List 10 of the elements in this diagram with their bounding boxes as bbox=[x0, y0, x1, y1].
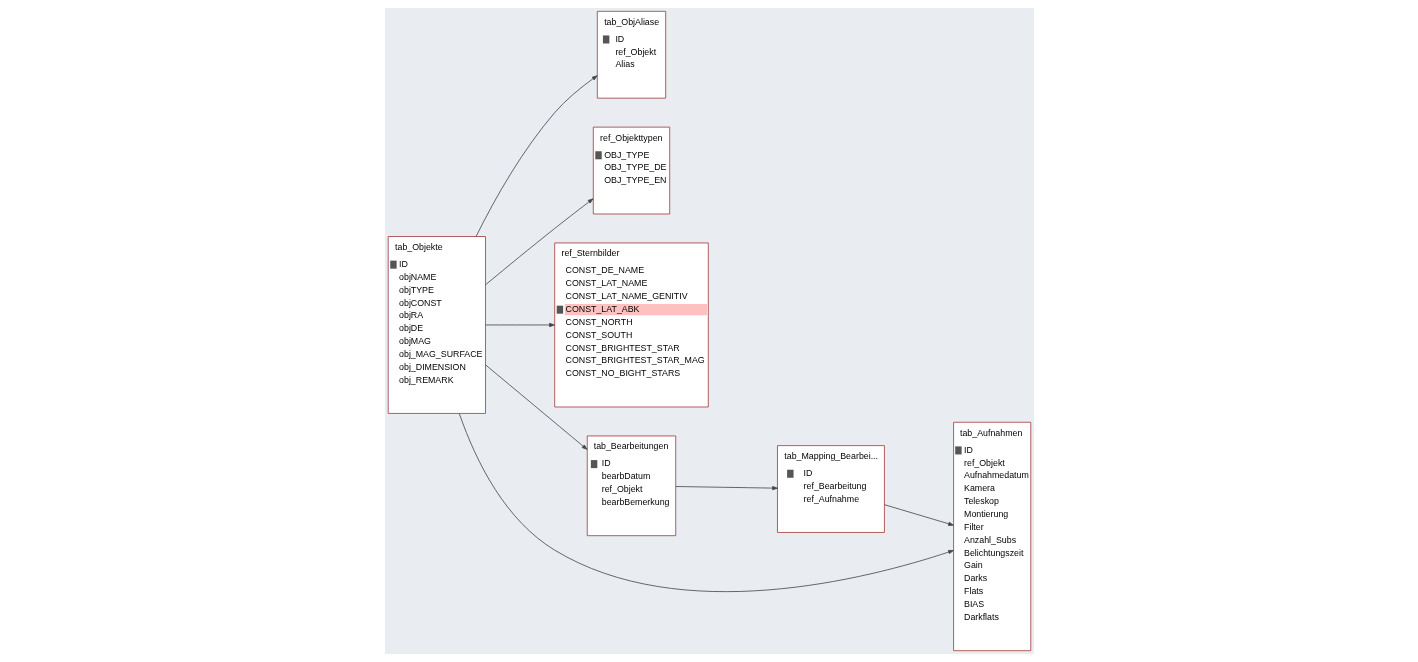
arrow bbox=[475, 75, 597, 237]
node-box: tab_Mapping_Bearbei... ID ref_Bearbeitung ref_Aufnahme bbox=[776, 445, 885, 533]
arrow bbox=[484, 322, 555, 328]
arrow bbox=[484, 198, 593, 286]
node-box: tab_ObjAliase ID ref_Objekt Alias bbox=[596, 10, 666, 99]
arrow bbox=[484, 364, 587, 450]
arrow bbox=[675, 486, 778, 491]
arrow bbox=[458, 413, 954, 592]
node-box: tab_Bearbeitungen ID bearbDatum ref_Objekt bearbBemerkung bbox=[586, 435, 676, 537]
arrow bbox=[883, 504, 954, 526]
